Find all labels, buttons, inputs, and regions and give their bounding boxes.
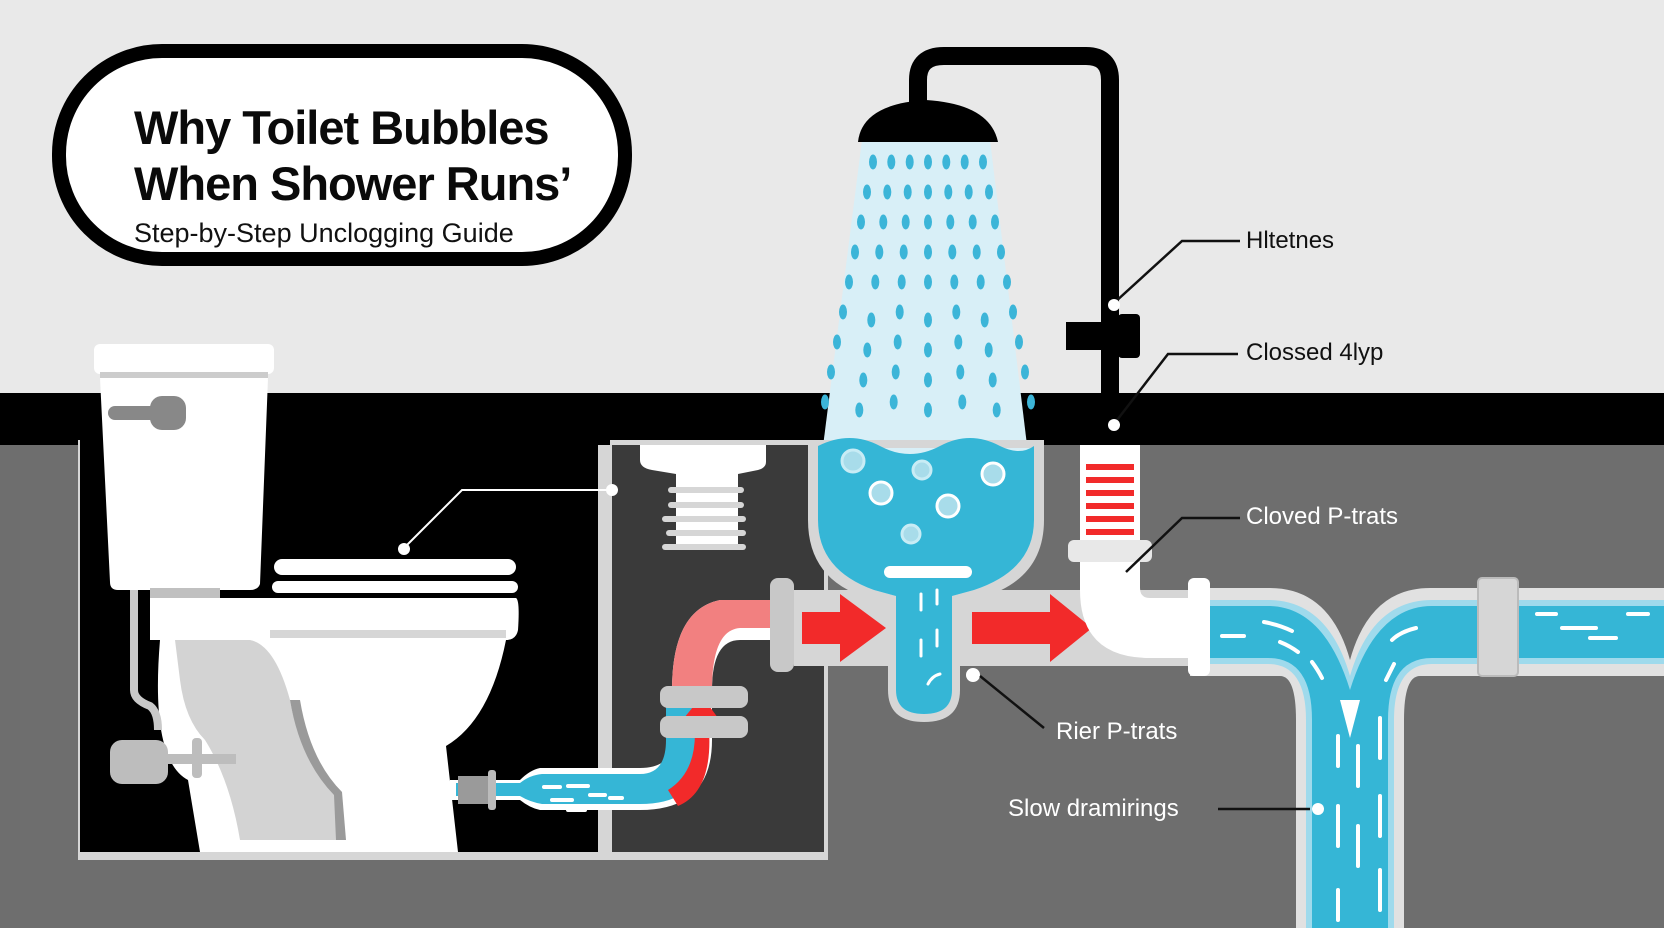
title-card: Why Toilet Bubbles When Shower Runs’ Ste… <box>52 44 632 266</box>
shower-head-icon <box>858 47 1140 393</box>
main-drain-y-junction <box>1188 577 1664 928</box>
air-pressure-arrow-1 <box>802 594 886 662</box>
toilet-callout-pointer <box>398 484 618 555</box>
shower-drain-basin <box>808 438 1044 722</box>
callout-clogged-p-trap: Cloved P-trats <box>1246 503 1399 530</box>
toilet-icon <box>94 344 519 852</box>
callout-closed-trap: Clossed 4lyp <box>1246 339 1384 366</box>
vent-stack-elbow <box>1068 445 1194 658</box>
title-line-1: Why Toilet Bubbles <box>134 101 550 154</box>
callout-riser-p-trap: Rier P-trats <box>1056 718 1178 745</box>
toilet-waste-pipe <box>450 578 794 812</box>
callout-lines <box>979 239 1310 811</box>
callout-dots <box>1108 299 1324 815</box>
callout-slow-draining: Slow dramirings <box>1008 795 1179 822</box>
vent-pipe-bellows <box>640 445 766 550</box>
shower-spray <box>820 140 1035 470</box>
callout-vent-valve: Hltetnes <box>1246 227 1335 254</box>
air-pressure-arrow-2 <box>972 594 1092 662</box>
subtitle: Step-by-Step Unclogging Guide <box>134 218 514 248</box>
air-bubbles <box>840 448 1006 545</box>
title-line-2: When Shower Runs’ <box>134 157 572 210</box>
